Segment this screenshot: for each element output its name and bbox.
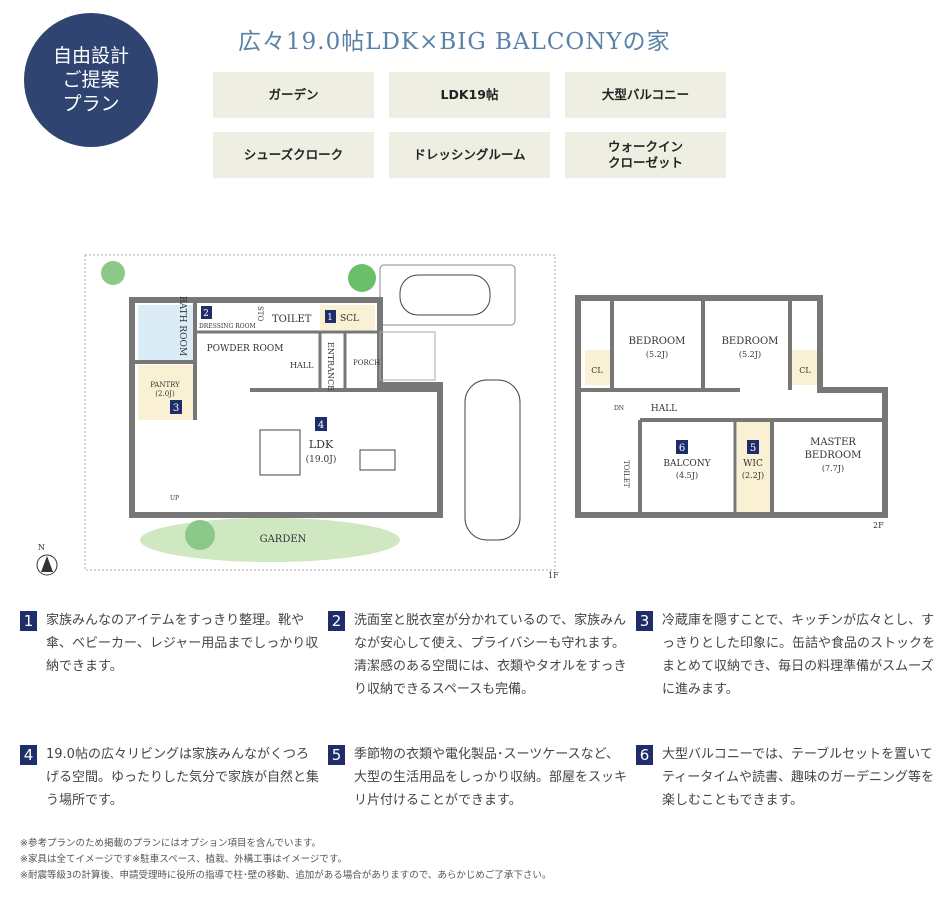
tree-icon [348, 264, 376, 292]
label-ldk: LDK [309, 438, 334, 451]
label-pantry: PANTRY [150, 381, 180, 389]
marker-2: 2 [203, 309, 209, 319]
label-wic: WIC [743, 459, 763, 469]
number-badge: 6 [636, 745, 653, 765]
label-bedroom-2: BEDROOM [722, 336, 779, 347]
tree-icon [185, 520, 215, 550]
footnote: ※家具は全てイメージです※駐車スペース、植栽、外構工事はイメージです。 [20, 854, 347, 865]
car-icon [399, 274, 491, 316]
footnote: ※参考プランのため掲載のプランにはオプション項目を含んでいます。 [20, 838, 322, 849]
marker-3: 3 [173, 403, 179, 414]
marker-6: 6 [679, 443, 685, 454]
label-wic-size: (2.2J) [742, 471, 764, 480]
label-1f: 1F [548, 571, 559, 580]
label-bedroom-1-size: (5.2J) [646, 350, 668, 359]
description-text: 季節物の衣類や電化製品･スーツケースなど、大型の生活用品をしっかり収納。部屋をス… [354, 747, 628, 808]
label-pantry-size: (2.0J) [155, 390, 175, 398]
label-master-size: (7.7J) [822, 464, 844, 473]
label-bath-room: BATH ROOM [177, 296, 187, 356]
label-cl-1: CL [591, 366, 603, 375]
label-porch: PORCH [353, 359, 380, 367]
label-cl-2: CL [799, 366, 811, 375]
label-balcony: BALCONY [663, 459, 711, 469]
label-hall-2f: HALL [651, 404, 677, 414]
description-5: 5 季節物の衣類や電化製品･スーツケースなど、大型の生活用品をしっかり収納。部屋を… [328, 743, 628, 812]
description-6: 6 大型バルコニーでは、テーブルセットを置いてティータイムや読書、趣味のガーデニン… [636, 743, 936, 812]
feature-dressing-room: ドレッシングルーム [389, 132, 550, 178]
description-text: 19.0帖の広々リビングは家族みんながくつろげる空間。ゆったりした気分で家族が自… [46, 747, 320, 808]
description-text: 洗面室と脱衣室が分かれているので、家族みんなが安心して使え、プライバシーも守れま… [354, 613, 627, 697]
marker-5: 5 [750, 443, 756, 454]
description-1: 1 家族みんなのアイテムをすっきり整理。靴や傘、ベビーカー、レジャー用品までしっか… [20, 609, 320, 678]
label-scl: SCL [340, 314, 359, 324]
footnotes: ※参考プランのため掲載のプランにはオプション項目を含んでいます。 ※家具は全てイ… [20, 836, 551, 884]
number-badge: 5 [328, 745, 345, 765]
label-ldk-size: (19.0J) [306, 454, 337, 465]
label-2f: 2F [873, 521, 884, 530]
marker-1: 1 [327, 313, 333, 323]
number-badge: 4 [20, 745, 37, 765]
label-master: MASTER [810, 437, 856, 448]
feature-walk-in-closet: ウォークイン クローゼット [565, 132, 726, 178]
marker-4: 4 [318, 420, 324, 431]
floor-plans: BATH ROOM 2 DRESSING ROOM STO TOILET 1 S… [36, 254, 888, 580]
feature-balcony: 大型バルコニー [565, 72, 726, 118]
label-toilet: TOILET [272, 314, 312, 325]
label-toilet-2f: TOILET [622, 460, 630, 488]
feature-ldk: LDK19帖 [389, 72, 550, 118]
number-badge: 3 [636, 611, 653, 631]
label-master-bedroom: BEDROOM [805, 450, 862, 461]
north-label: N [38, 543, 45, 552]
footnote: ※耐震等級3の計算後、申請受理時に役所の指導で柱･壁の移動、追加がある場合があり… [20, 870, 552, 881]
car-icon [464, 379, 521, 541]
page-title: 広々19.0帖LDK×BIG BALCONYの家 [238, 29, 671, 55]
label-dressing-room: DRESSING ROOM [199, 323, 256, 330]
label-balcony-size: (4.5J) [676, 471, 698, 480]
label-powder-room: POWDER ROOM [207, 344, 284, 354]
feature-shoe-cloak: シューズクローク [213, 132, 374, 178]
compass-icon [36, 554, 58, 576]
label-hall: HALL [290, 361, 314, 370]
description-text: 大型バルコニーでは、テーブルセットを置いてティータイムや読書、趣味のガーデニング… [662, 747, 934, 808]
number-badge: 1 [20, 611, 37, 631]
label-sto: STO [256, 306, 264, 321]
label-garden: GARDEN [260, 534, 307, 545]
label-entrance: ENTRANCE [326, 342, 335, 391]
label-bedroom-2-size: (5.2J) [739, 350, 761, 359]
feature-garden: ガーデン [213, 72, 374, 118]
tree-icon [101, 261, 125, 285]
floor-plan-1f: BATH ROOM 2 DRESSING ROOM STO TOILET 1 S… [36, 254, 559, 580]
label-up: UP [170, 495, 179, 502]
floor-plan-2f: BEDROOM (5.2J) BEDROOM (5.2J) CL CL DN H… [575, 295, 888, 530]
number-badge: 2 [328, 611, 345, 631]
description-4: 4 19.0帖の広々リビングは家族みんながくつろげる空間。ゆったりした気分で家族が… [20, 743, 320, 812]
description-2: 2 洗面室と脱衣室が分かれているので、家族みんなが安心して使え、プライバシーも守れ… [328, 609, 628, 701]
description-text: 家族みんなのアイテムをすっきり整理。靴や傘、ベビーカー、レジャー用品までしっかり… [46, 613, 319, 674]
label-dn: DN [614, 405, 624, 412]
label-bedroom-1: BEDROOM [629, 336, 686, 347]
description-3: 3 冷蔵庫を隠すことで、キッチンが広々とし、すっきりとした印象に。缶詰や食品のスト… [636, 609, 936, 701]
description-text: 冷蔵庫を隠すことで、キッチンが広々とし、すっきりとした印象に。缶詰や食品のストッ… [662, 613, 936, 697]
free-design-badge: 自由設計 ご提案 プラン [24, 13, 158, 147]
